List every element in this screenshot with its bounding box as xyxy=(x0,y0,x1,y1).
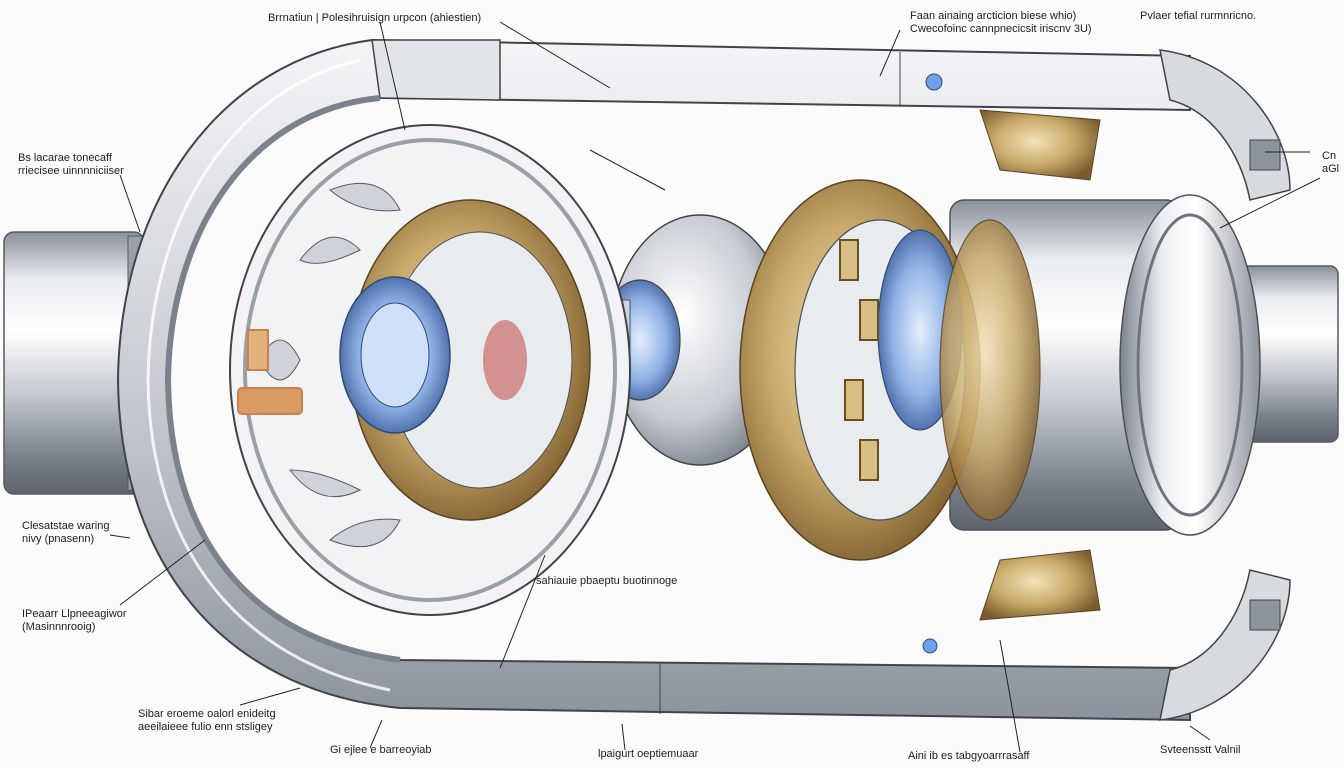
label-top-right: Pvlaer tefial rurmnricno. xyxy=(1140,10,1256,23)
label-bottom-right-b-line1: Svteensstt Valnil xyxy=(1160,744,1241,756)
label-top-center-line2: Cwecofoinc cannpnecicsit iriscnv 3U) xyxy=(910,23,1092,35)
housing-frame xyxy=(116,38,1191,722)
label-left-middle-line1: Clesatstae waring xyxy=(22,520,110,532)
label-bottom-left-b-line1: Gi ejlee e barreoyiab xyxy=(330,744,432,756)
label-left-lower-line2: (Masinnnrooig) xyxy=(22,621,96,633)
label-left-upper-line1: Bs lacarae tonecaff xyxy=(18,152,112,164)
label-bottom-left-a-line1: Sibar eroeme oalorl enideitg xyxy=(138,708,276,720)
label-left-lower-line1: IPeaarr Llpneeagiwor xyxy=(22,608,127,620)
label-bottom-left-a: Sibar eroeme oalorl enideitg aeeilaieee … xyxy=(138,708,276,734)
label-top-center: Faan ainaing arcticion biese whio) Cweco… xyxy=(910,10,1092,36)
label-far-right: Cn aGl xyxy=(1322,150,1339,176)
label-bottom-right-a: Aini ib es tabgyoarrrasaff xyxy=(908,750,1029,763)
right-end-flange xyxy=(1159,49,1291,721)
label-left-upper: Bs lacarae tonecaff rriecisee uinnnnicii… xyxy=(18,152,124,178)
label-far-right-line1: Cn xyxy=(1322,150,1337,162)
label-bottom-left-b: Gi ejlee e barreoyiab xyxy=(330,744,432,757)
label-left-lower: IPeaarr Llpneeagiwor (Masinnnrooig) xyxy=(22,608,127,634)
label-top-center-line1: Faan ainaing arcticion biese whio) xyxy=(910,10,1077,22)
label-center-lower: sahiauie pbaeptu buotinnoge xyxy=(536,575,677,588)
label-top-right-line1: Pvlaer tefial rurmnricno. xyxy=(1140,10,1257,22)
label-center-lower-line1: sahiauie pbaeptu buotinnoge xyxy=(536,575,678,587)
label-left-upper-line2: rriecisee uinnnniciiser xyxy=(18,165,124,177)
label-top-left-line1: Brrnatiun | Polesihruisign urpcon (ahies… xyxy=(268,12,482,24)
label-bottom-left-a-line2: aeeilaieee fulio enn stsligey xyxy=(138,721,273,733)
left-turbine-assembly xyxy=(229,124,631,616)
label-bottom-right-a-line1: Aini ib es tabgyoarrrasaff xyxy=(908,750,1030,762)
label-bottom-center-line1: lpaigurt oeptiemuaar xyxy=(598,748,699,760)
right-gear-assembly xyxy=(739,109,1101,621)
leader-lines xyxy=(109,21,1321,753)
label-bottom-right-b: Svteensstt Valnil xyxy=(1160,744,1241,757)
label-left-middle-line2: nivy (pnasenn) xyxy=(22,533,95,545)
label-bottom-center: lpaigurt oeptiemuaar xyxy=(598,748,698,761)
label-top-left: Brrnatiun | Polesihruisign urpcon (ahies… xyxy=(268,12,481,25)
sensor-dots xyxy=(922,73,943,654)
label-far-right-line2: aGl xyxy=(1322,163,1340,175)
label-left-middle: Clesatstae waring nivy (pnasenn) xyxy=(22,520,109,546)
